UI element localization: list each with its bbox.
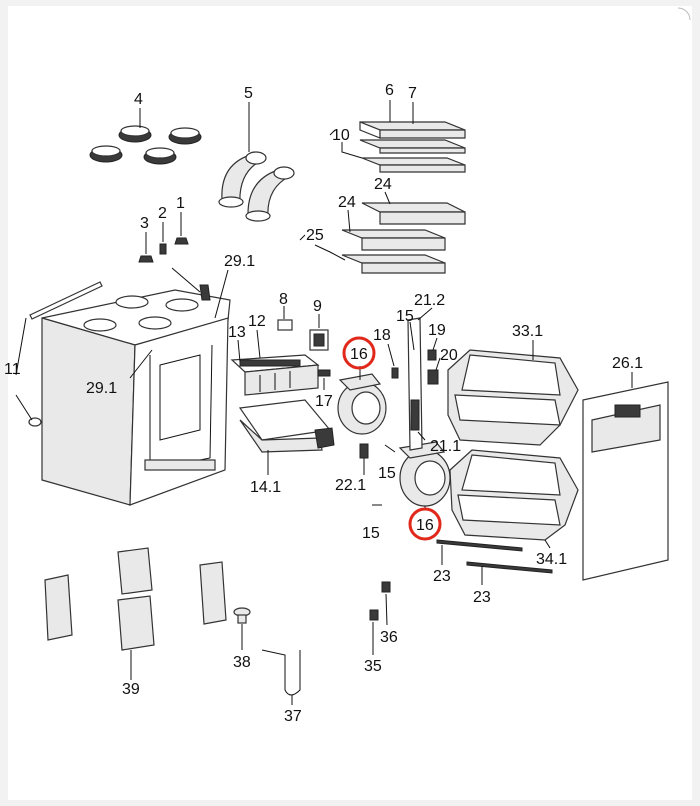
- label-38: 38: [233, 654, 251, 671]
- drain-cap-part: [233, 607, 251, 624]
- corner-arc-icon: [678, 7, 691, 20]
- gasket-part-a: [436, 539, 523, 552]
- clip-part: [277, 319, 293, 331]
- label-15-top: 15: [396, 308, 414, 325]
- label-18: 18: [373, 327, 391, 344]
- label-16-lower: 16: [416, 517, 434, 534]
- small-part-36: [381, 581, 391, 593]
- main-cabinet-part: [41, 284, 231, 506]
- label-15-middle: 15: [378, 465, 396, 482]
- fan-lower-part: [398, 441, 451, 507]
- front-door-part: [582, 381, 669, 581]
- label-24-top: 24: [374, 176, 392, 193]
- label-35: 35: [364, 658, 382, 675]
- small-clip-part: [317, 369, 331, 377]
- label-15-bottom: 15: [362, 525, 380, 542]
- duct-spigots-part: [44, 547, 227, 651]
- label-36: 36: [380, 629, 398, 646]
- label-23-right: 23: [473, 589, 491, 606]
- side-panel-part: [28, 281, 103, 427]
- label-22-1: 22.1: [335, 477, 366, 494]
- label-8: 8: [279, 291, 288, 308]
- highlight-circle-16-lower: [408, 507, 442, 541]
- label-17: 17: [315, 393, 333, 410]
- label-11: 11: [4, 361, 21, 378]
- label-19: 19: [428, 322, 446, 339]
- label-37: 37: [284, 708, 302, 725]
- label-13: 13: [228, 324, 246, 341]
- highlight-circle-16-upper: [342, 336, 376, 370]
- label-23-left: 23: [433, 568, 451, 585]
- label-21-2: 21.2: [414, 292, 445, 309]
- label-4: 4: [134, 91, 143, 108]
- gasket-part-b: [466, 561, 553, 574]
- fan-upper-part: [337, 373, 387, 435]
- screws-part: [138, 237, 189, 263]
- label-1: 1: [176, 195, 185, 212]
- heat-exchanger-lower-part: [449, 449, 579, 541]
- label-24-bottom: 24: [338, 194, 356, 211]
- label-34-1: 34.1: [536, 551, 567, 568]
- small-part-35: [369, 609, 379, 621]
- label-10: 10: [332, 127, 350, 144]
- filter-stack-bottom: [341, 202, 466, 274]
- part-labels: 4 5 6 7 10 24 24 25 3 2 1 29.1 29.1 11 8…: [4, 82, 643, 725]
- label-3: 3: [140, 215, 149, 232]
- label-29-1-top: 29.1: [224, 253, 255, 270]
- label-7: 7: [408, 85, 417, 102]
- elbow-ducts-part: [218, 151, 295, 222]
- label-39: 39: [122, 681, 140, 698]
- siphon-part: [261, 649, 301, 696]
- label-5: 5: [244, 85, 253, 102]
- heat-exchanger-upper-part: [447, 349, 579, 446]
- control-board-part: [359, 317, 439, 459]
- label-16-upper: 16: [350, 346, 368, 363]
- label-14-1: 14.1: [250, 479, 281, 496]
- filter-stack-top: [359, 121, 466, 173]
- label-2: 2: [158, 205, 167, 222]
- label-29-1-bottom: 29.1: [86, 380, 117, 397]
- label-25: 25: [306, 227, 324, 244]
- label-20: 20: [440, 347, 458, 364]
- label-21-1: 21.1: [430, 438, 461, 455]
- label-33-1: 33.1: [512, 323, 543, 340]
- label-12: 12: [248, 313, 266, 330]
- heater-unit-part: [230, 354, 320, 396]
- drip-tray-part: [238, 399, 335, 453]
- duct-rings-part: [89, 125, 202, 165]
- label-9: 9: [313, 298, 322, 315]
- label-6: 6: [385, 82, 394, 99]
- label-26-1: 26.1: [612, 355, 643, 372]
